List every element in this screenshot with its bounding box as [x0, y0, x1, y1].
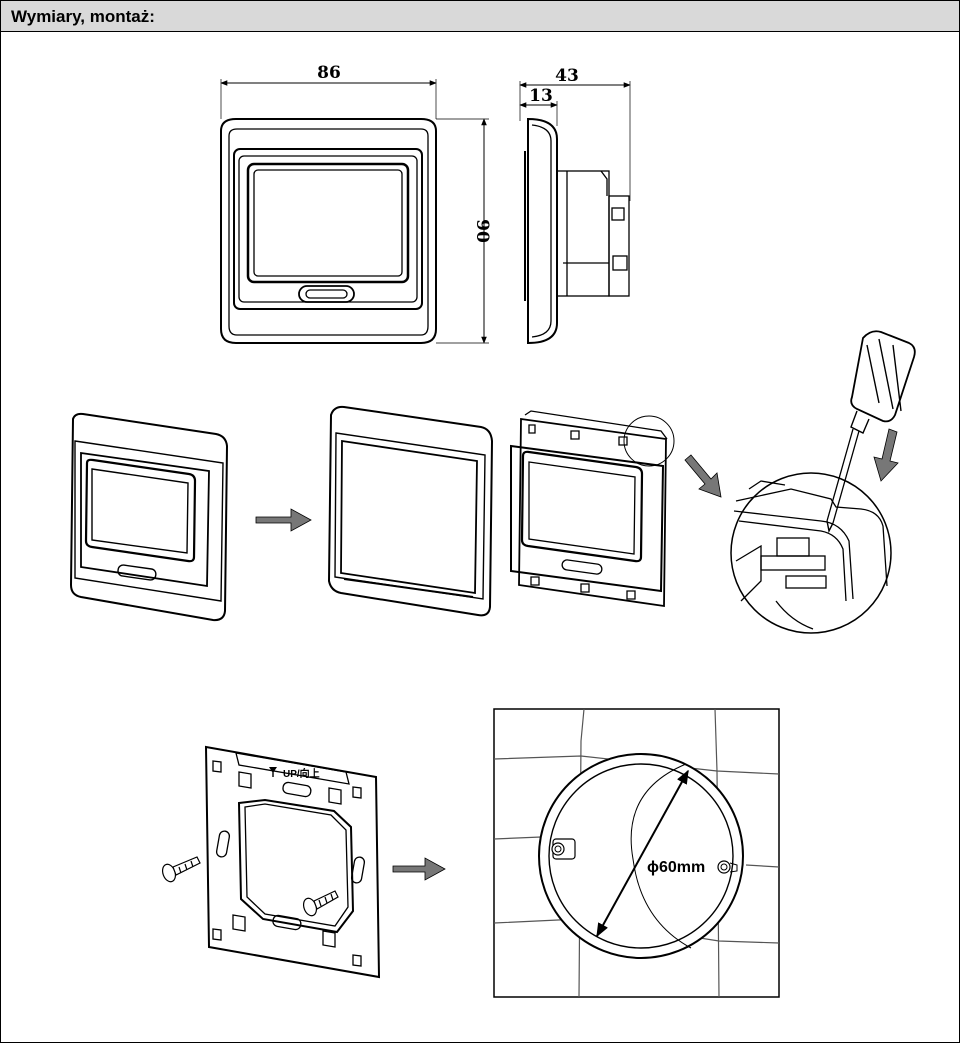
thermostat-assembled	[69, 412, 229, 622]
assembly-diagram: 86 90 43 13	[69, 63, 916, 998]
section-header: Wymiary, montaż:	[1, 1, 959, 32]
side-view	[524, 117, 630, 345]
width-label: 86	[317, 63, 341, 83]
mounting-plate	[204, 745, 381, 979]
arrow-press	[873, 428, 899, 482]
depth-label: 43	[555, 66, 579, 86]
thermostat-frame	[327, 405, 494, 617]
up-label: UP/向上	[283, 767, 320, 780]
screw-icon	[161, 856, 201, 883]
front-depth-label: 13	[529, 86, 553, 106]
diameter-label: ϕ60mm	[647, 859, 705, 876]
screw-hole-icon	[551, 838, 576, 860]
clip-detail	[730, 472, 892, 634]
screw-hole-icon	[717, 860, 738, 874]
screw-icon	[302, 890, 339, 917]
up-arrow-icon	[269, 767, 277, 777]
dim-height: 90	[436, 118, 492, 344]
dim-depth: 43 13	[519, 66, 631, 201]
arrow-step5	[392, 857, 446, 881]
thermostat-panel	[510, 410, 675, 608]
section-title: Wymiary, montaż:	[11, 7, 155, 26]
arrow-step1	[255, 508, 312, 532]
wall-box-panel: ϕ60mm	[493, 708, 780, 998]
arrow-step3	[684, 454, 722, 498]
screwdriver-icon	[826, 330, 916, 534]
dim-width: 86	[220, 63, 437, 119]
height-label: 90	[472, 219, 492, 243]
diameter-arrow	[596, 769, 689, 938]
front-view	[220, 118, 437, 344]
